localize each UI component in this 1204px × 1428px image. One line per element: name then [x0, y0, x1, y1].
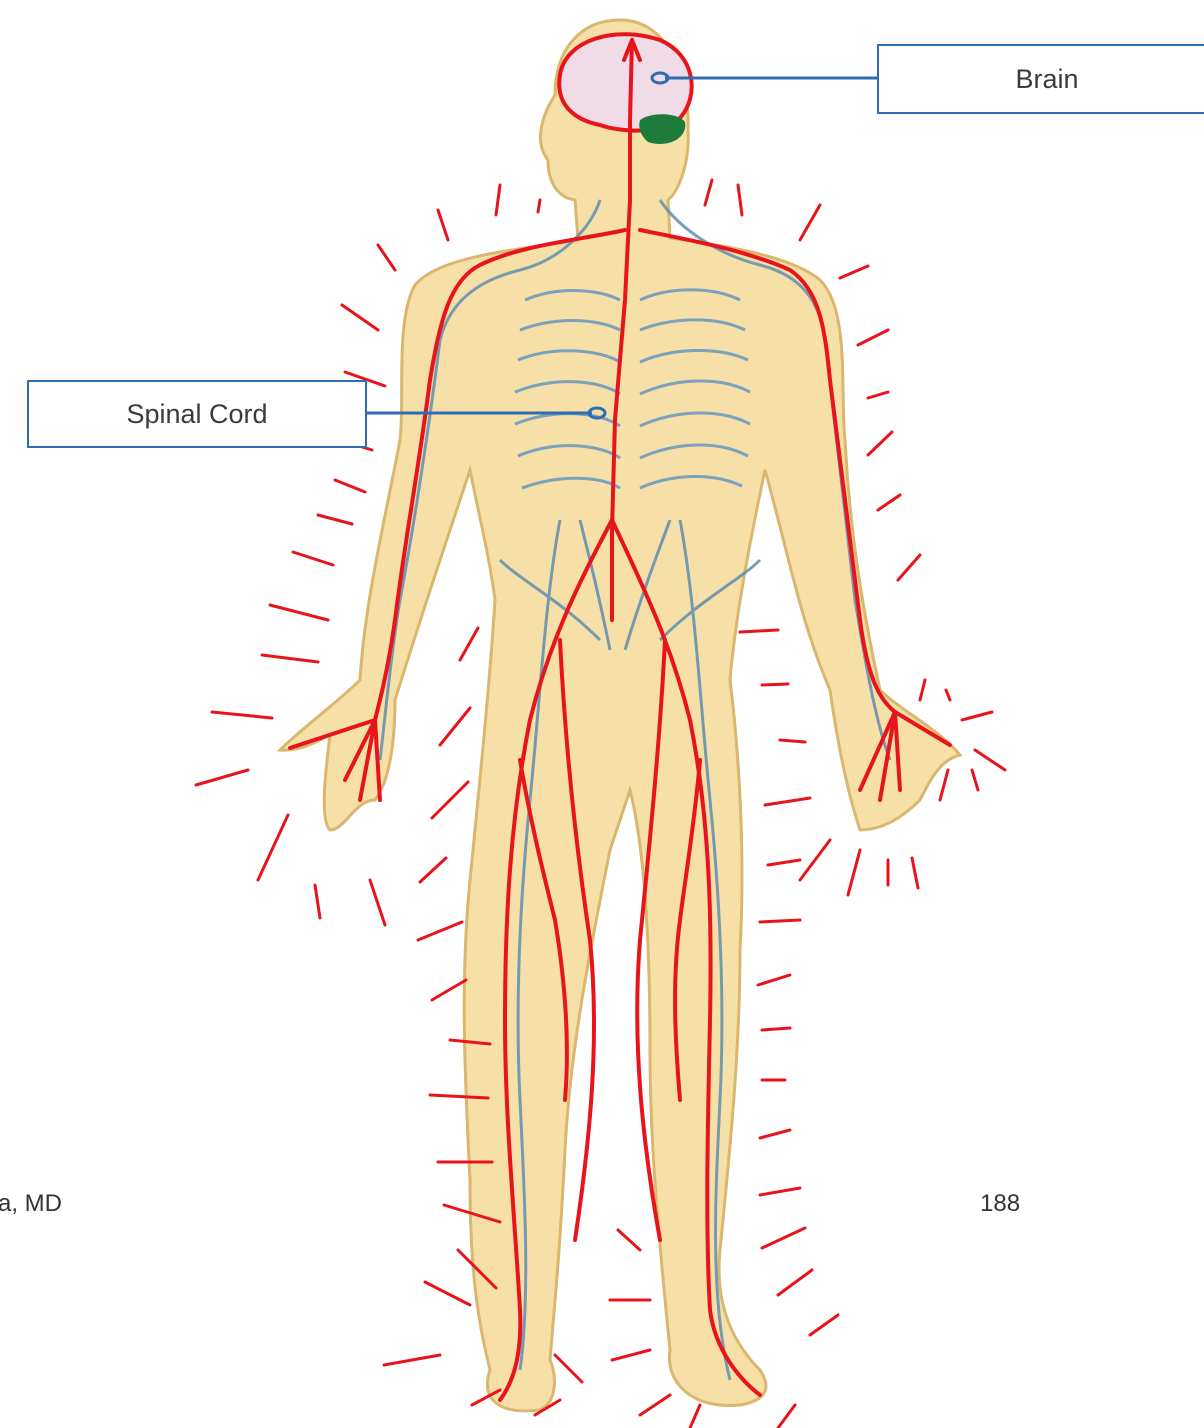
- body-silhouette: [280, 20, 960, 1411]
- spinal-cord-label-text: Spinal Cord: [126, 399, 267, 430]
- brain-label-text: Brain: [1015, 64, 1078, 95]
- brain-label-box: Brain: [877, 44, 1204, 114]
- page-number: 188: [980, 1190, 1020, 1218]
- spinal-cord-label-box: Spinal Cord: [27, 380, 367, 448]
- footer-author: a, MD: [0, 1190, 62, 1218]
